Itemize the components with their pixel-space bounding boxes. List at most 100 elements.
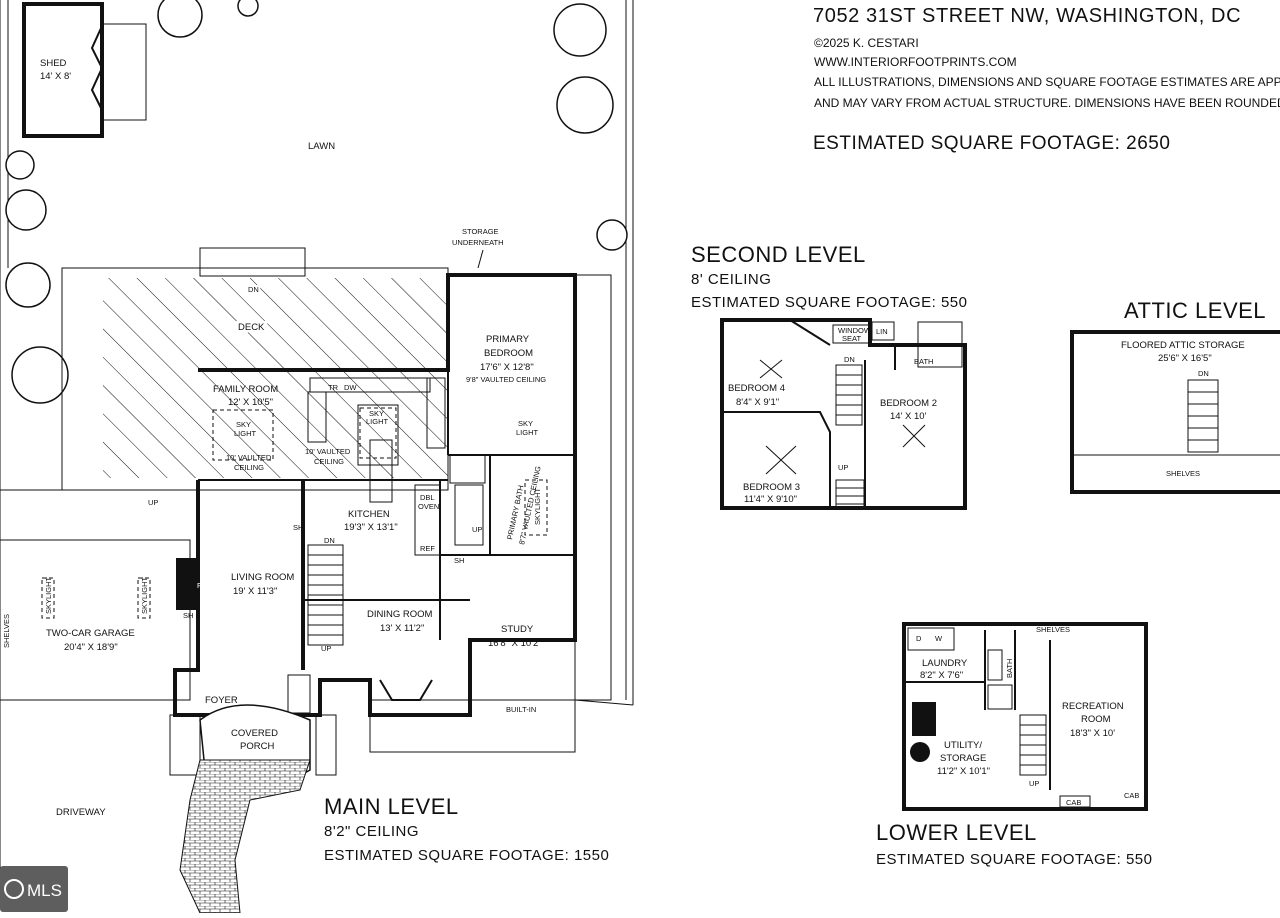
copyright: ©2025 K. CESTARI [814, 36, 919, 50]
study-dimensions: 16'8" X 10'2" [488, 638, 542, 649]
shed-label: SHED [40, 58, 67, 69]
utility-label-1: UTILITY/ [944, 740, 982, 751]
dbl-oven-label-1: DBL [420, 493, 435, 502]
bedroom-4-label: BEDROOM 4 [728, 383, 785, 394]
deck-dn: DN [248, 285, 259, 294]
primary-bedroom-ceiling: 9'8" VAULTED CEILING [466, 375, 546, 384]
shed: SHED 14' X 8' [22, 2, 147, 138]
kitchen-ceiling-1: 10' VAULTED [305, 447, 351, 456]
dbl-oven-label-2: OVEN [418, 502, 439, 511]
second-up-label: UP [838, 463, 848, 472]
laundry-label: LAUNDRY [922, 658, 968, 669]
lower-bath-label: BATH [1005, 659, 1014, 678]
garage-skylight-1: SKYLIGHT [44, 576, 53, 614]
living-room-label: LIVING ROOM [231, 572, 294, 583]
study-label: STUDY [501, 624, 534, 635]
laundry-dimensions: 8'2" X 7'6" [920, 670, 963, 681]
second-level-sqft: ESTIMATED SQUARE FOOTAGE: 550 [691, 294, 968, 311]
lower-level-plan: D W SHELVES LAUNDRY 8'2" X 7'6" BATH UTI… [876, 622, 1153, 868]
kitchen-skylight-2: LIGHT [366, 417, 389, 426]
foyer-label: FOYER [205, 695, 238, 706]
shed-dimensions: 14' X 8' [40, 71, 71, 82]
second-level-ceiling: 8' CEILING [691, 271, 771, 288]
recreation-dimensions: 18'3" X 10' [1070, 728, 1115, 739]
stairs-dn-label: DN [324, 536, 335, 545]
built-in-label: BUILT-IN [506, 705, 536, 714]
website: WWW.INTERIORFOOTPRINTS.COM [814, 55, 1017, 69]
attic-shelves-label: SHELVES [1166, 469, 1200, 478]
attic-level-plan: ATTIC LEVEL FLOORED ATTIC STORAGE 25'6" … [1070, 298, 1280, 494]
garage-label: TWO-CAR GARAGE [46, 628, 135, 639]
disclaimer-line-2: AND MAY VARY FROM ACTUAL STRUCTURE. DIME… [814, 96, 1280, 110]
family-skylight-2: LIGHT [234, 429, 257, 438]
attic-storage-dimensions: 25'6" X 16'5" [1158, 353, 1212, 364]
second-dn-label: DN [844, 355, 855, 364]
family-skylight-1: SKY [236, 420, 251, 429]
living-room-dimensions: 19' X 11'3" [233, 586, 277, 597]
shower-label-1: SH [183, 611, 193, 620]
dw-label: DW [344, 383, 357, 392]
utility-label-2: STORAGE [940, 753, 986, 764]
lawn-label: LAWN [308, 141, 335, 152]
cab-label-1: CAB [1066, 798, 1081, 807]
recreation-label-2: ROOM [1081, 714, 1111, 725]
lower-level-sqft: ESTIMATED SQUARE FOOTAGE: 550 [876, 851, 1153, 868]
bath-up-label: UP [472, 525, 482, 534]
lower-shelves-label: SHELVES [1036, 625, 1070, 634]
bath-skylight-label: SKYLIGHT [533, 487, 542, 525]
dining-room-label: DINING ROOM [367, 609, 433, 620]
deck-label: DECK [238, 322, 265, 333]
total-square-footage: ESTIMATED SQUARE FOOTAGE: 2650 [813, 133, 1170, 154]
attic-level-title: ATTIC LEVEL [1124, 298, 1266, 323]
cab-label-2: CAB [1124, 791, 1139, 800]
garage-dimensions: 20'4" X 18'9" [64, 642, 118, 653]
main-level-ceiling: 8'2" CEILING [324, 823, 419, 840]
bedroom-2-dimensions: 14' X 10' [890, 411, 927, 422]
garage-shelves: SHELVES [2, 614, 11, 648]
header: 7052 31ST STREET NW, WASHINGTON, DC ©202… [813, 5, 1280, 154]
porch-label-1: COVERED [231, 728, 278, 739]
family-room-label: FAMILY ROOM [213, 384, 278, 395]
window-seat-label-2: SEAT [842, 334, 861, 343]
bedroom-4-dimensions: 8'4" X 9'1" [736, 397, 779, 408]
bedroom-2-label: BEDROOM 2 [880, 398, 937, 409]
bedroom-3-dimensions: 11'4" X 9'10" [744, 494, 797, 505]
mls-watermark: MLS [0, 866, 68, 912]
deck-up: UP [148, 498, 158, 507]
mls-logo-text: MLS [27, 881, 62, 900]
second-level-plan: SECOND LEVEL 8' CEILING ESTIMATED SQUARE… [691, 242, 968, 510]
family-room-dimensions: 12' X 10'5" [228, 397, 273, 408]
linen-label: LIN [876, 327, 888, 336]
primary-bedroom-dimensions: 17'6" X 12'8" [480, 362, 534, 373]
attic-dn-label: DN [1198, 369, 1209, 378]
second-level-title: SECOND LEVEL [691, 242, 866, 267]
bedroom-3-label: BEDROOM 3 [743, 482, 800, 493]
address: 7052 31ST STREET NW, WASHINGTON, DC [813, 5, 1241, 27]
kitchen-ceiling-2: CEILING [314, 457, 344, 466]
ref-label: REF [420, 544, 435, 553]
ceiling-fan-icon [759, 359, 926, 475]
fireplace-label: FP [197, 581, 207, 590]
primary-bedroom-label-2: BEDROOM [484, 348, 533, 359]
garage-skylight-2: SKYLIGHT [140, 576, 149, 614]
kitchen-skylight-1: SKY [369, 409, 384, 418]
tr-label: TR [328, 383, 339, 392]
main-level-sqft: ESTIMATED SQUARE FOOTAGE: 1550 [324, 847, 609, 864]
family-ceiling-2: CEILING [234, 463, 264, 472]
primary-bedroom-label-1: PRIMARY [486, 334, 530, 345]
kitchen-dimensions: 19'3" X 13'1" [344, 522, 398, 533]
recreation-label-1: RECREATION [1062, 701, 1124, 712]
tree-icons [5, 0, 628, 404]
disclaimer-line-1: ALL ILLUSTRATIONS, DIMENSIONS AND SQUARE… [814, 75, 1280, 89]
bath-skylight-2: LIGHT [516, 428, 539, 437]
kitchen-label: KITCHEN [348, 509, 390, 520]
porch-label-2: PORCH [240, 741, 274, 752]
attic-storage-label: FLOORED ATTIC STORAGE [1121, 340, 1245, 351]
washer-label: W [935, 634, 943, 643]
dryer-label: D [916, 634, 922, 643]
shower-label-2: SH [293, 523, 303, 532]
storage-label: STORAGE [462, 227, 499, 236]
window-seat-label-1: WINDOW [838, 326, 872, 335]
bath-skylight-1: SKY [518, 419, 533, 428]
